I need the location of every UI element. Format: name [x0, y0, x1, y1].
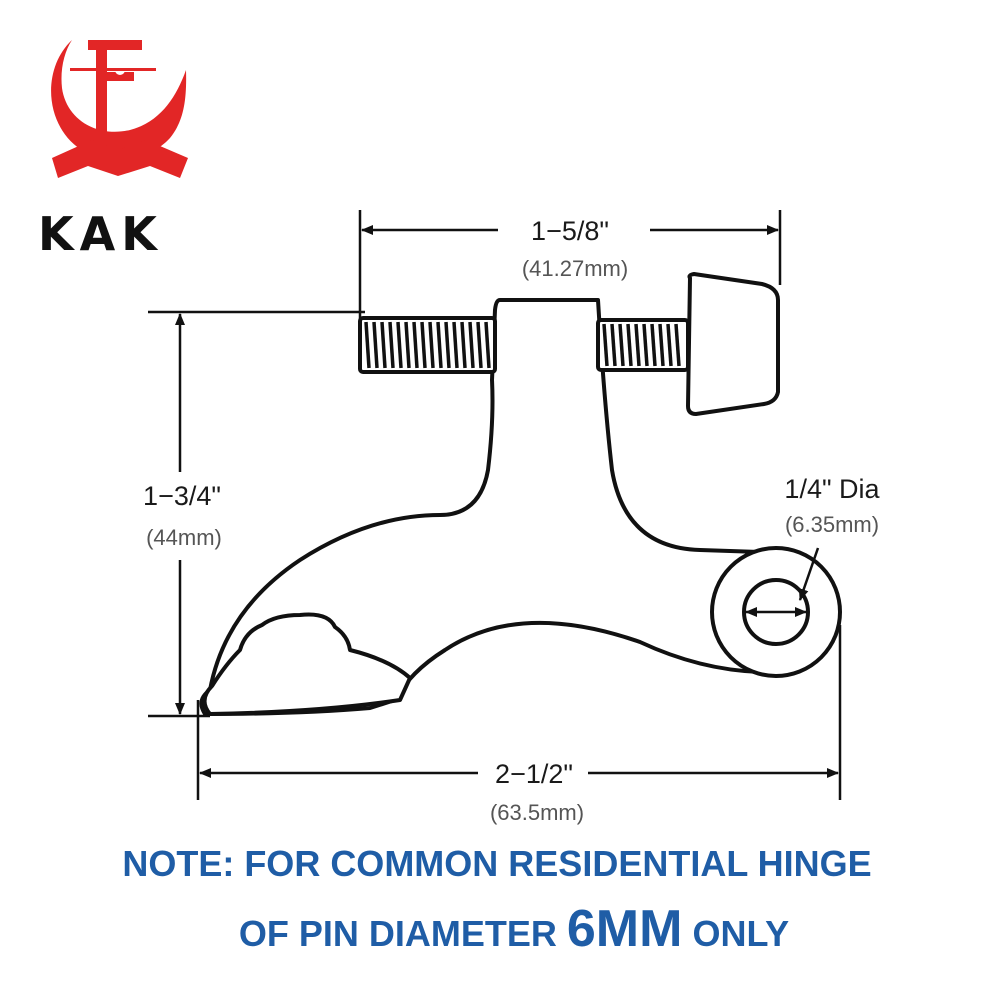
height-inch: 1−3/4": [143, 481, 221, 511]
rubber-tip: [686, 272, 780, 416]
thread-line: [602, 323, 609, 367]
thread-line: [388, 321, 395, 369]
hole-label: 1/4" Dia (6.35mm): [784, 474, 880, 537]
thread-line: [658, 323, 665, 367]
thread-line: [452, 321, 459, 369]
thread-line: [666, 323, 673, 367]
top-width-mm: (41.27mm): [522, 256, 628, 281]
thread-line: [650, 323, 657, 367]
door-stop-outline: [199, 272, 842, 716]
thread-line: [364, 321, 371, 369]
kak-logo: KAK: [38, 40, 188, 261]
thread-line: [460, 321, 467, 369]
thread-line: [634, 323, 641, 367]
height-label: 1−3/4" (44mm): [143, 481, 222, 550]
thread-line: [626, 323, 633, 367]
thread-line: [674, 323, 681, 367]
thread-line: [444, 321, 451, 369]
top-width-inch: 1−5/8": [531, 216, 609, 246]
thread-line: [610, 323, 617, 367]
thread-line: [412, 321, 419, 369]
thread-line: [428, 321, 435, 369]
thread-line: [372, 321, 379, 369]
top-width-label: 1−5/8" (41.27mm): [522, 216, 628, 281]
pin-diameter-note: NOTE: FOR COMMON RESIDENTIAL HINGE OF PI…: [122, 843, 871, 958]
hole-inch: 1/4" Dia: [784, 474, 880, 504]
thread-line: [484, 321, 491, 369]
thread-line: [380, 321, 387, 369]
threaded-rod-left: [358, 316, 497, 374]
stop-foot-bumper: [202, 612, 412, 716]
thread-line: [436, 321, 443, 369]
bottom-width-mm: (63.5mm): [490, 800, 584, 825]
hole-mm: (6.35mm): [785, 512, 879, 537]
brand-name: KAK: [38, 207, 163, 261]
note-line-2-suffix: ONLY: [682, 913, 789, 954]
kak-logo-emblem: [51, 40, 188, 178]
thread-line: [420, 321, 427, 369]
height-mm: (44mm): [146, 525, 222, 550]
note-line-2-emphasis: 6MM: [567, 900, 683, 958]
note-line-1: NOTE: FOR COMMON RESIDENTIAL HINGE: [122, 843, 871, 884]
thread-line: [476, 321, 483, 369]
thread-line: [468, 321, 475, 369]
bottom-width-inch: 2−1/2": [495, 759, 573, 789]
thread-line: [618, 323, 625, 367]
note-line-2: OF PIN DIAMETER 6MM ONLY: [239, 900, 789, 958]
thread-line: [396, 321, 403, 369]
thread-line: [404, 321, 411, 369]
thread-line: [642, 323, 649, 367]
hole-diameter-indicator: [745, 547, 820, 617]
bottom-width-label: 2−1/2" (63.5mm): [490, 759, 584, 825]
dimension-lines: [148, 210, 842, 800]
rod-threads: [364, 321, 681, 369]
note-line-2-prefix: OF PIN DIAMETER: [239, 913, 567, 954]
